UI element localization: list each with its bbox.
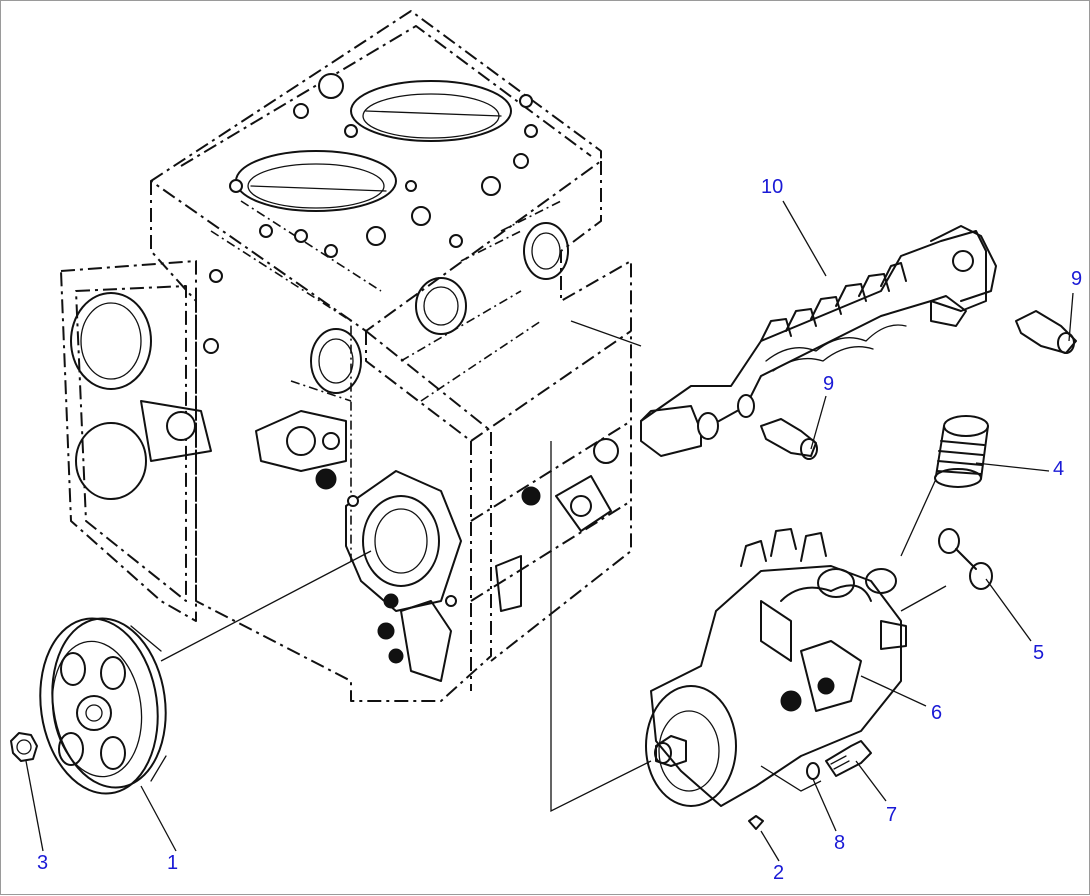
callout-leaders	[25, 200, 1074, 862]
part-10-fuel-rail	[640, 225, 997, 457]
assembly-lines	[160, 320, 947, 813]
callout-9-upper: 9	[1071, 268, 1083, 290]
part-8-washer	[806, 762, 820, 780]
engine-block-phantom	[60, 10, 632, 702]
block-side-features	[70, 222, 619, 506]
part-3-nut	[10, 732, 38, 762]
part-9-banjo-bolt-lower	[760, 418, 818, 460]
callout-3: 3	[37, 852, 49, 874]
part-4-filter-element	[934, 415, 989, 488]
callout-2: 2	[773, 862, 785, 884]
callout-9-lower: 9	[823, 373, 835, 395]
callout-5: 5	[1033, 642, 1045, 664]
callout-7: 7	[886, 804, 898, 826]
cylinder-bores	[229, 73, 538, 258]
part-5-fitting	[938, 528, 993, 590]
callout-4: 4	[1053, 458, 1065, 480]
callout-1: 1	[167, 852, 179, 874]
part-7-bolt	[825, 740, 872, 777]
part-2-key	[748, 815, 764, 830]
pump-mount-flange	[345, 470, 612, 682]
part-1-drive-gear	[39, 617, 167, 795]
callout-8: 8	[834, 832, 846, 854]
callout-10: 10	[761, 176, 784, 198]
part-9-banjo-bolt-upper	[1015, 310, 1077, 354]
callout-6: 6	[931, 702, 943, 724]
part-6-injection-pump	[645, 528, 907, 807]
